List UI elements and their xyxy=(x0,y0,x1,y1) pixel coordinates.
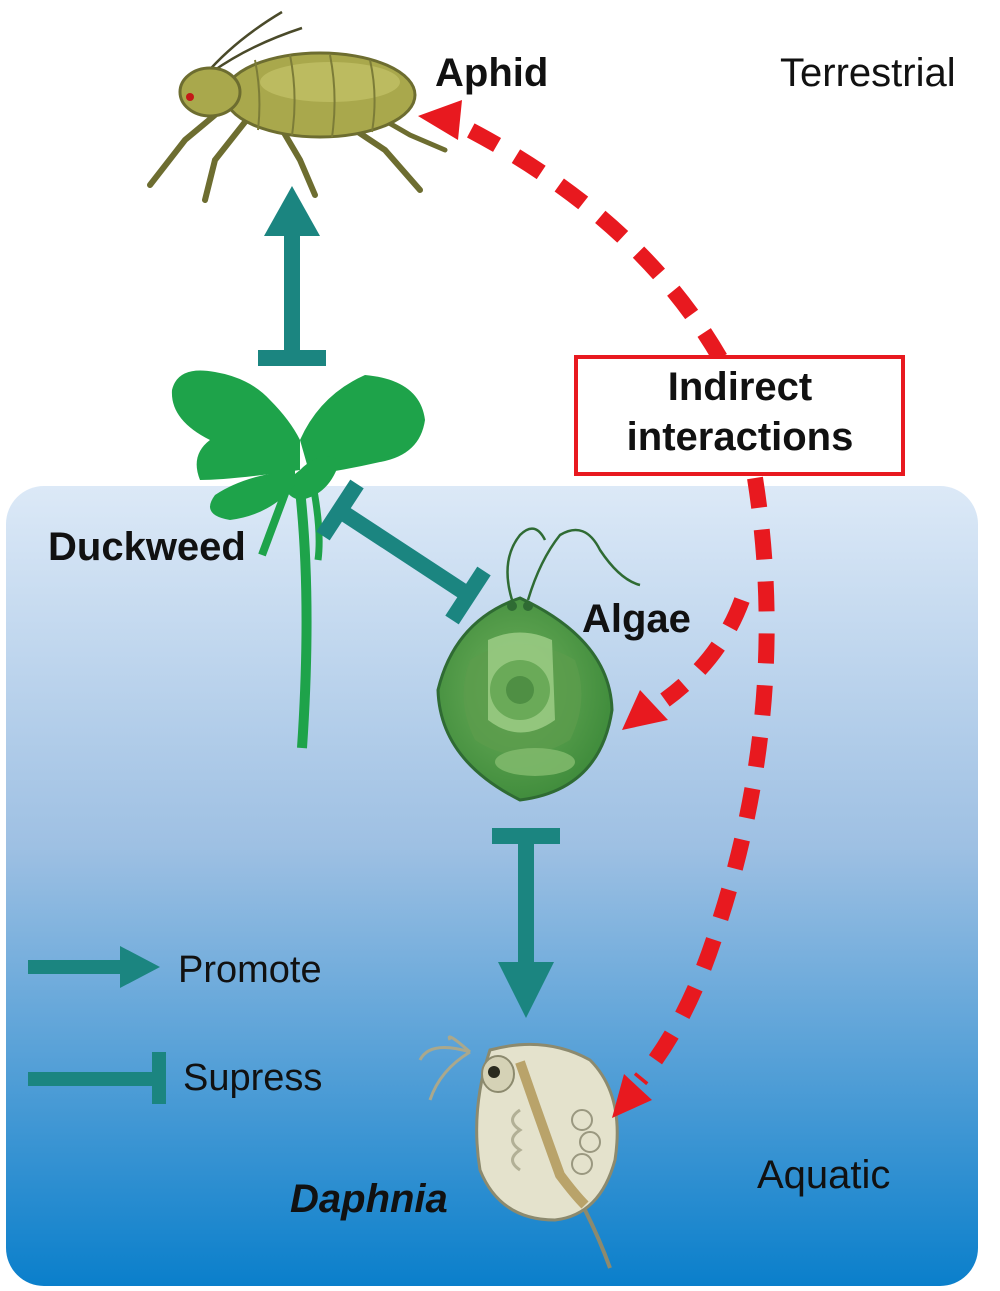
aquatic-zone xyxy=(6,486,978,1286)
indirect-label-line1: Indirect xyxy=(668,365,812,409)
algae-cell-illustration xyxy=(436,527,641,802)
daphnia-illustration xyxy=(418,1035,619,1269)
aphid-illustration xyxy=(147,10,448,203)
legend-suppress-label: Supress xyxy=(183,1057,322,1099)
legend: Promote Supress xyxy=(28,946,322,1104)
daphnia-label: Daphnia xyxy=(290,1177,448,1221)
indirect-interaction-arrows xyxy=(418,100,775,1118)
algae-to-daphnia-connector xyxy=(492,828,560,1018)
suppress-bar-duckweed-algae xyxy=(316,479,491,625)
duckweed-illustration xyxy=(171,370,425,749)
legend-suppress: Supress xyxy=(28,1052,322,1104)
indirect-label-line2: interactions xyxy=(627,415,854,459)
legend-promote-label: Promote xyxy=(178,949,322,991)
aphid-label: Aphid xyxy=(435,51,548,95)
legend-promote: Promote xyxy=(28,946,322,991)
aquatic-label: Aquatic xyxy=(757,1153,890,1197)
duckweed-label: Duckweed xyxy=(48,525,246,569)
algae-label: Algae xyxy=(582,597,691,641)
promote-arrow-duckweed-to-aphid xyxy=(258,186,326,366)
indirect-interactions-box: Indirect interactions xyxy=(574,355,905,476)
terrestrial-label: Terrestrial xyxy=(780,51,956,95)
